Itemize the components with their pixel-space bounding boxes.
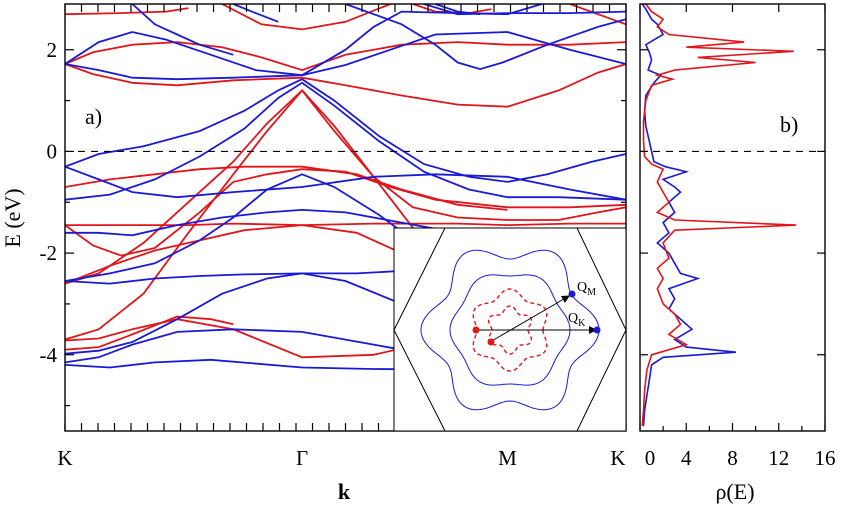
x-axis-title: k bbox=[338, 479, 351, 504]
kpoint-label: K bbox=[610, 446, 625, 470]
qk-label: QK bbox=[568, 311, 586, 329]
band-red-9 bbox=[65, 222, 626, 227]
y-axis-title: E (eV) bbox=[0, 188, 25, 247]
kpoint-label: K bbox=[57, 446, 72, 470]
dos-axis-ticks bbox=[639, 4, 826, 431]
dos-xtick-label: 4 bbox=[681, 446, 692, 470]
kpoint-label: Γ bbox=[296, 446, 308, 470]
fermi-surface-inset: QM QK bbox=[393, 227, 627, 432]
band-red-0 bbox=[65, 41, 626, 72]
blue-dot-qk bbox=[593, 326, 601, 334]
ytick-label: 2 bbox=[47, 38, 58, 62]
dos-xtick-label: 12 bbox=[768, 446, 789, 470]
band-axis-ticks bbox=[64, 4, 627, 431]
brillouin-zone-hexagon bbox=[393, 227, 627, 432]
band-red-3 bbox=[221, 4, 391, 31]
band-blue-29 bbox=[423, 4, 626, 16]
band-blue-16 bbox=[345, 4, 626, 71]
red-dot-lower bbox=[487, 338, 495, 346]
dos-axis-title: ρ(E) bbox=[715, 479, 754, 504]
dos-xtick-label: 0 bbox=[645, 446, 656, 470]
ytick-label: 0 bbox=[47, 139, 58, 163]
band-blue-20 bbox=[65, 81, 626, 201]
band-red-2 bbox=[65, 7, 189, 16]
band-blue-15 bbox=[65, 4, 543, 81]
band-blue-14 bbox=[65, 31, 626, 77]
fermi-contour-outer bbox=[420, 249, 600, 411]
band-blue-19 bbox=[65, 78, 626, 183]
qm-label: QM bbox=[577, 280, 596, 298]
kpoint-label: M bbox=[498, 446, 517, 470]
energy-tick-labels: -4 -2 0 2 bbox=[40, 38, 58, 367]
dos-xtick-label: 8 bbox=[727, 446, 738, 470]
panel-b-label: b) bbox=[780, 112, 798, 137]
dos-lines bbox=[641, 4, 797, 426]
red-dot-left bbox=[472, 326, 480, 334]
band-blue-27 bbox=[131, 4, 234, 56]
band-red-13 bbox=[65, 315, 234, 351]
band-red-1 bbox=[65, 63, 626, 108]
blue-dot-qm bbox=[568, 290, 576, 298]
panel-a-label: a) bbox=[85, 104, 102, 129]
dos-red-1 bbox=[641, 4, 797, 426]
ytick-label: -2 bbox=[40, 241, 58, 265]
band-red-7 bbox=[65, 88, 626, 341]
dos-blue-0 bbox=[641, 4, 737, 426]
band-red-8 bbox=[65, 168, 626, 257]
dos-panel: 0 4 8 12 16 b) ρ(E) bbox=[639, 3, 836, 504]
qm-vector bbox=[489, 295, 570, 343]
band-blue-28 bbox=[232, 4, 279, 23]
ytick-label: -4 bbox=[40, 343, 58, 367]
dos-xtick-label: 16 bbox=[815, 446, 836, 470]
band-blue-18 bbox=[65, 165, 626, 201]
dos-tick-labels: 0 4 8 12 16 bbox=[645, 446, 836, 470]
fermi-contour-inner bbox=[449, 274, 571, 386]
band-red-10 bbox=[65, 165, 508, 211]
